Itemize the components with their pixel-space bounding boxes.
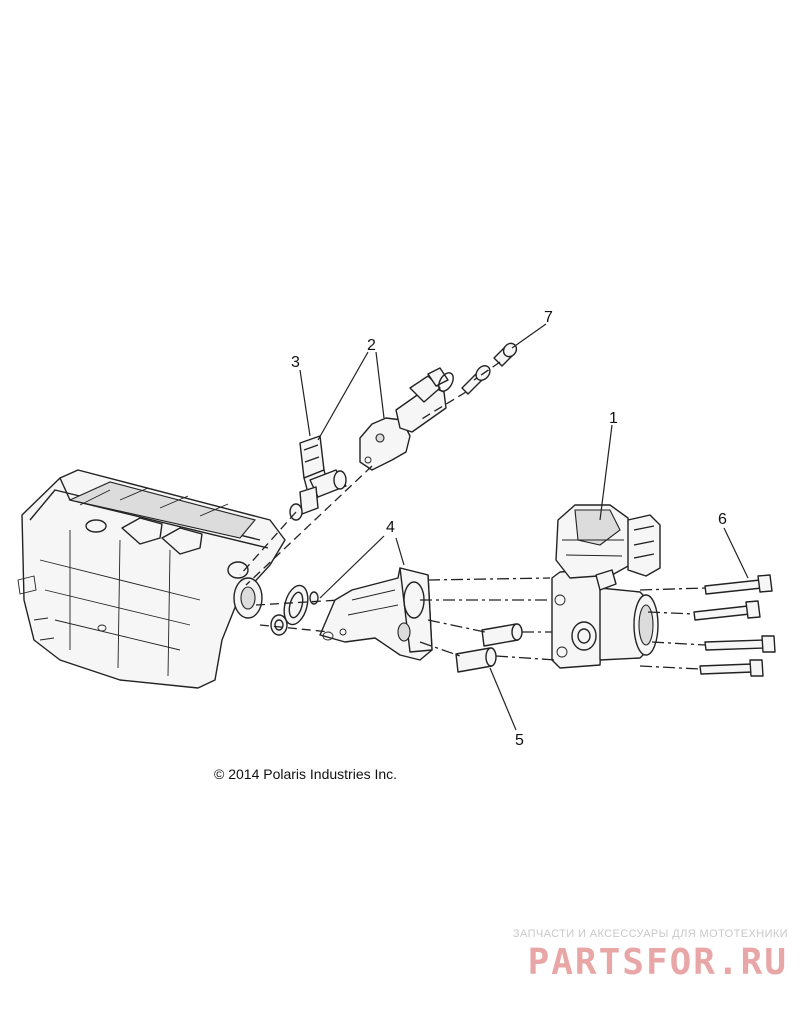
fuel-injector	[289, 435, 347, 521]
spacer-bolts	[455, 623, 523, 673]
assembly-lines	[239, 361, 706, 670]
callout-6: 6	[718, 511, 727, 528]
callout-5: 5	[515, 732, 524, 749]
fuel-fitting-bolt	[461, 342, 518, 395]
throttle-body-bolts	[693, 574, 776, 677]
watermark: ЗАПЧАСТИ И АКСЕССУАРЫ ДЛЯ МОТОТЕХНИКИ PA…	[488, 928, 788, 983]
copyright-text: © 2014 Polaris Industries Inc.	[214, 766, 398, 782]
cylinder-head	[17, 469, 286, 689]
throttle-body	[551, 504, 661, 669]
leader-lines	[299, 323, 749, 731]
callout-1: 1	[609, 410, 618, 427]
watermark-brand: PARTSFOR.RU	[527, 942, 788, 983]
callout-2: 2	[367, 337, 376, 354]
callout-7: 7	[544, 309, 553, 326]
callout-4: 4	[386, 519, 395, 536]
callout-3: 3	[291, 354, 300, 371]
watermark-tagline: ЗАПЧАСТИ И АКСЕССУАРЫ ДЛЯ МОТОТЕХНИКИ	[512, 928, 788, 940]
fuel-rail	[359, 367, 454, 471]
